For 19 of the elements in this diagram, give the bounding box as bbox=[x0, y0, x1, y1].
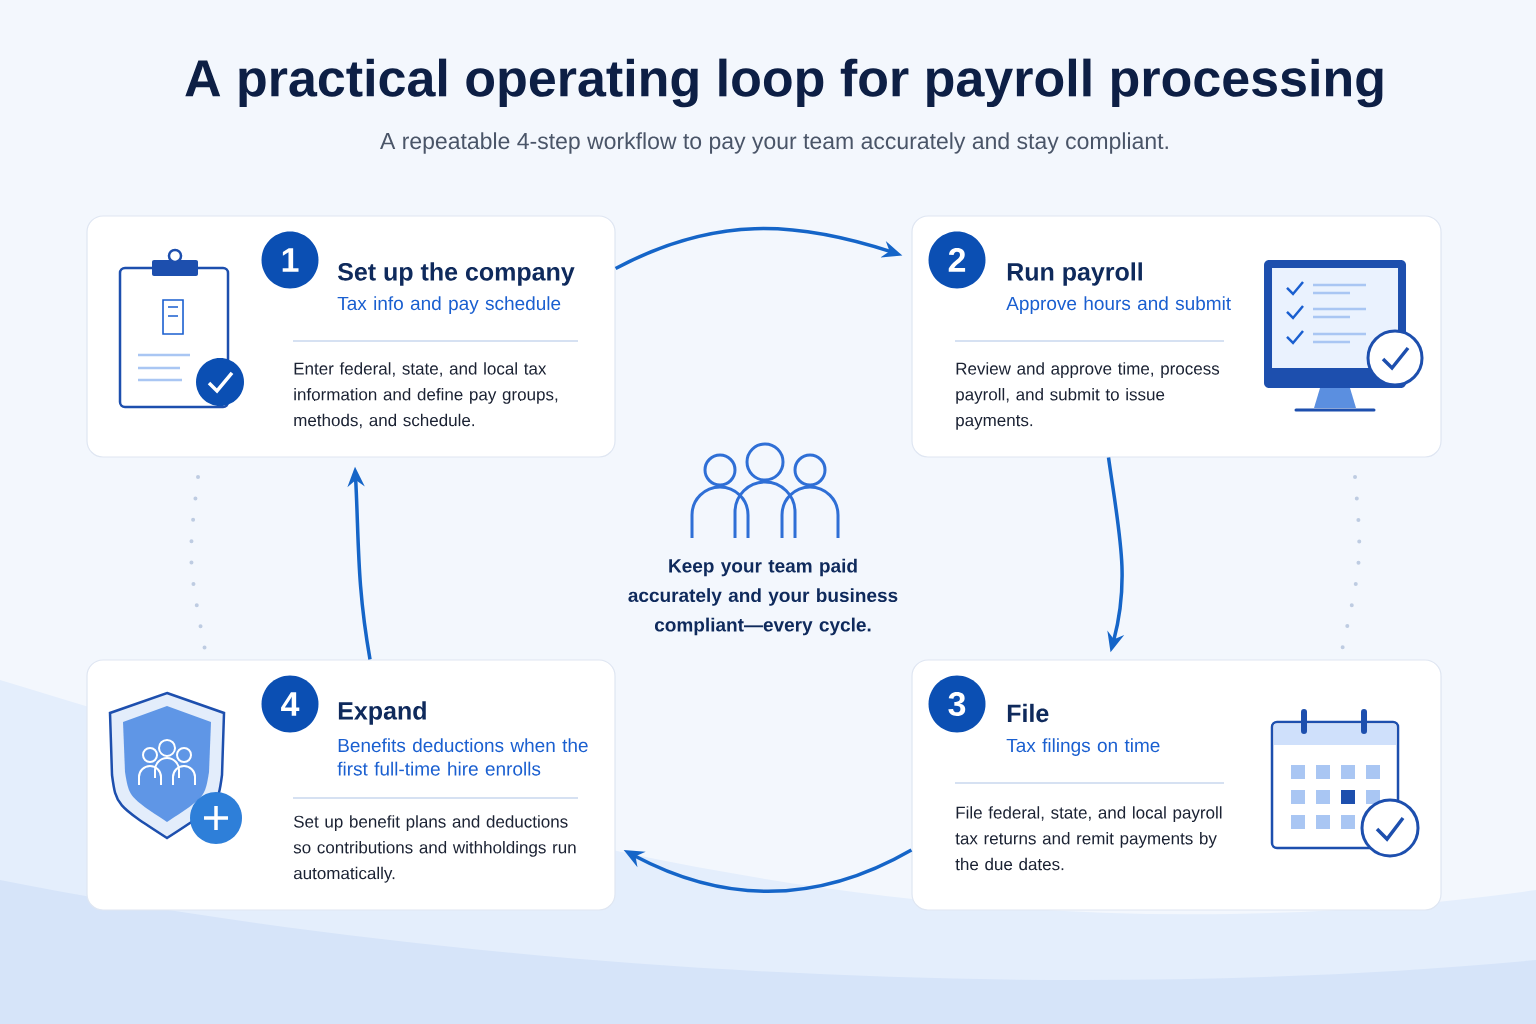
step-heading: Expand bbox=[338, 701, 426, 725]
step-subtitle: Approve hours and submit bbox=[1006, 296, 1231, 314]
title: A practical operating loop for payroll processing bbox=[185, 58, 1383, 108]
step-subtitle: Benefits deductions when the first full-time hire enrolls bbox=[337, 738, 588, 776]
step-heading: Set up the company bbox=[337, 262, 575, 286]
step-number-badge: 3 bbox=[928, 675, 986, 733]
step-number-badge: 2 bbox=[928, 231, 986, 289]
subtitle: A repeatable 4-step workflow to pay your team accurately and stay compliant. bbox=[380, 132, 1168, 154]
step-number-badge: 1 bbox=[261, 231, 319, 289]
step-number-badge: 4 bbox=[261, 675, 319, 733]
center-caption: Keep your team paid accurately and your business compliant—every cycle. bbox=[628, 558, 898, 636]
step-description: Review and approve time, process payroll, and submit to issue payments. bbox=[956, 362, 1220, 430]
step-heading: File bbox=[1007, 703, 1049, 723]
step-subtitle: Tax info and pay schedule bbox=[337, 296, 561, 314]
step-description: File federal, state, and local payroll tax returns and remit payments by the due dates. bbox=[955, 806, 1222, 871]
step-description: Set up benefit plans and deductions so contributions and withholdings run automatically. bbox=[293, 815, 576, 883]
step-subtitle: Tax filings on time bbox=[1006, 738, 1160, 756]
step-description: Enter federal, state, and local tax information and define pay groups, methods, and schedule. bbox=[294, 362, 558, 429]
step-heading: Run payroll bbox=[1007, 262, 1142, 286]
